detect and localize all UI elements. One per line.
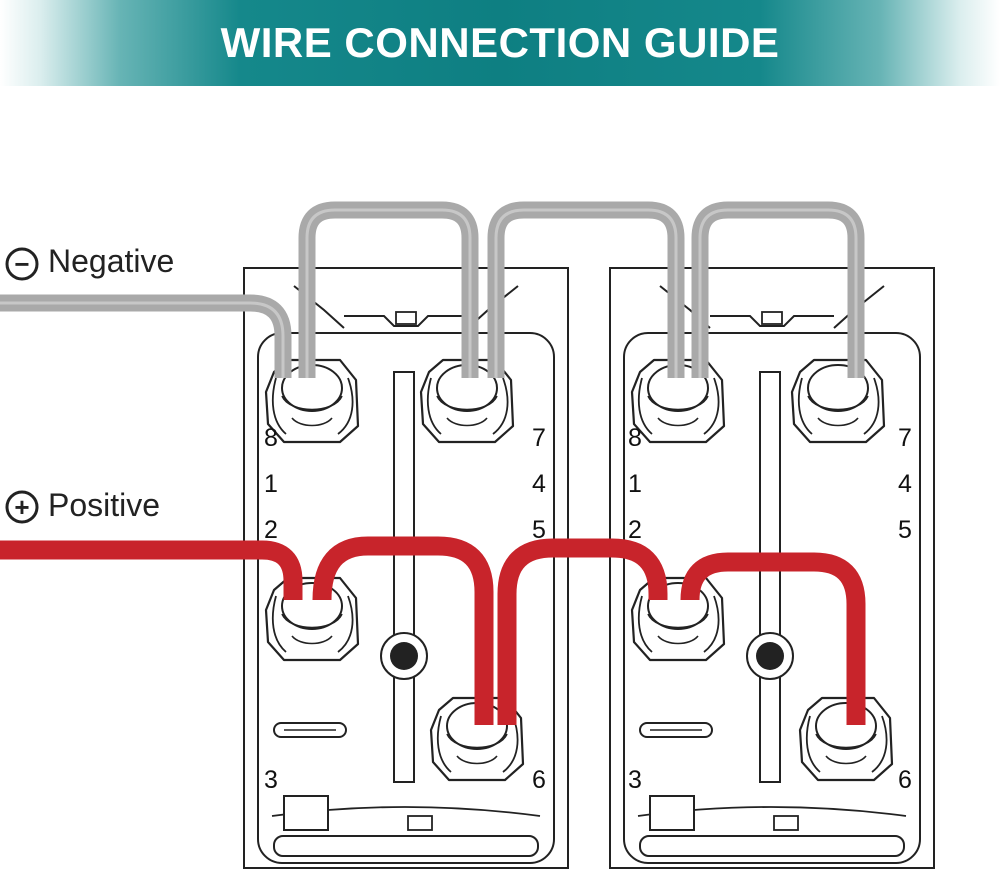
terminal-2-left (264, 576, 360, 662)
pin-label-4-left: 4 (532, 470, 546, 498)
pin-label-5-left: 5 (532, 516, 546, 544)
pin-label-6-right: 6 (898, 766, 912, 794)
svg-text:+: + (14, 492, 29, 522)
negative-jumper-1 (298, 201, 479, 378)
pin-label-6-left: 6 (532, 766, 546, 794)
page-title: WIRE CONNECTION GUIDE (220, 19, 780, 66)
svg-text:−: − (14, 249, 29, 279)
terminal-2-right (630, 576, 726, 662)
positive-jumper-1 (312, 536, 494, 725)
pin-label-4-right: 4 (898, 470, 912, 498)
terminal-6-right (798, 696, 894, 782)
pin-label-8-left: 8 (264, 424, 278, 452)
pin-label-2-left: 2 (264, 516, 278, 544)
pin-label-5-right: 5 (898, 516, 912, 544)
negative-wires (0, 201, 865, 378)
negative-jumper-2 (487, 201, 685, 378)
pin-label-7-right: 7 (898, 424, 912, 452)
positive-input-wire (0, 540, 303, 600)
pin-label-1-right: 1 (628, 470, 642, 498)
pin-label-3-left: 3 (264, 766, 278, 794)
plus-circle-icon: + (5, 490, 39, 524)
positive-jumper-3 (680, 552, 866, 725)
pin-label-2-right: 2 (628, 516, 642, 544)
pin-label-3-right: 3 (628, 766, 642, 794)
minus-circle-icon: − (5, 247, 39, 281)
positive-label: Positive (48, 487, 161, 523)
positive-jumper-2 (497, 538, 668, 725)
negative-input-wire (0, 294, 292, 378)
negative-label: Negative (48, 243, 175, 279)
positive-wires (0, 536, 866, 725)
terminal-7-right (790, 358, 886, 444)
header-banner: WIRE CONNECTION GUIDE (0, 0, 1000, 86)
pin-label-1-left: 1 (264, 470, 278, 498)
negative-jumper-3 (691, 201, 865, 378)
pin-label-7-left: 7 (532, 424, 546, 452)
pin-label-8-right: 8 (628, 424, 642, 452)
